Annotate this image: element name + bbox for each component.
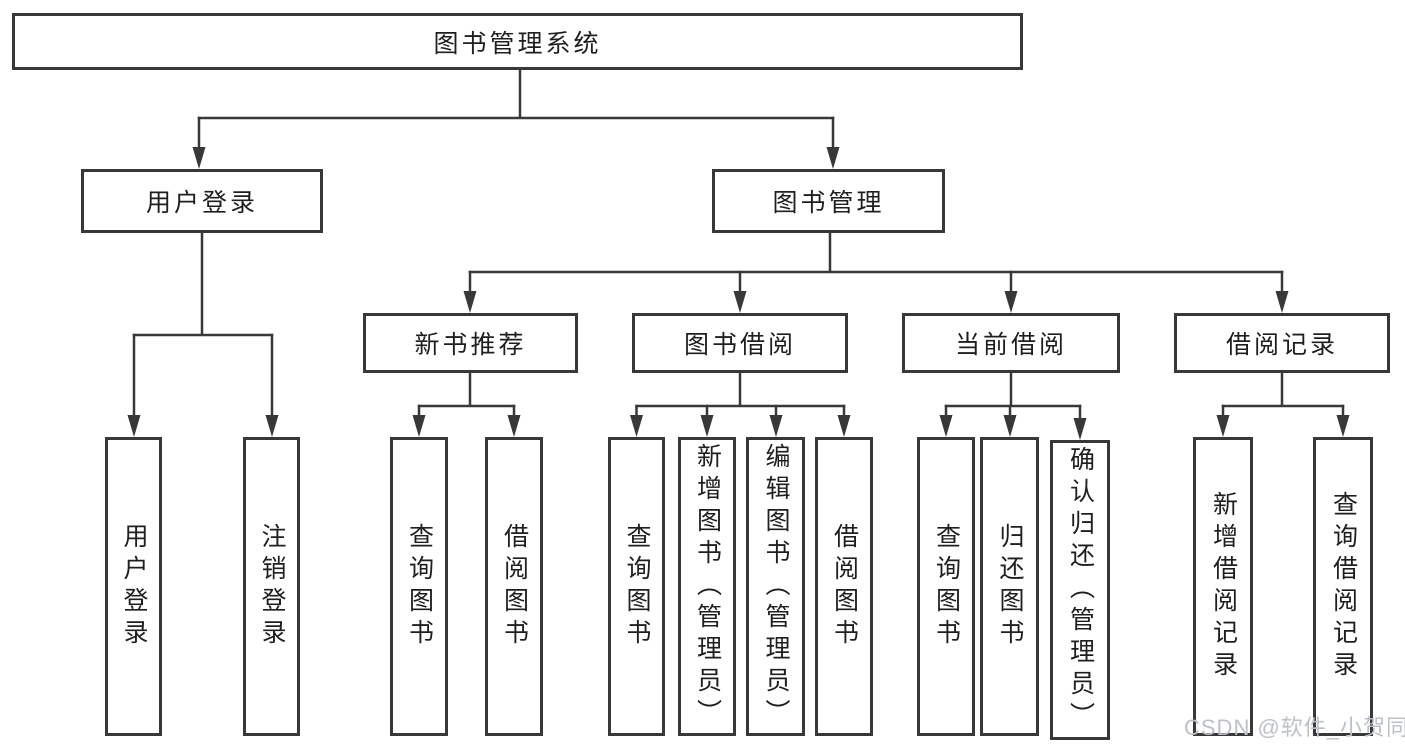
node-label: 查询图书 bbox=[932, 522, 961, 651]
leaf-add-book-admin: 新增图书（管理员） bbox=[678, 437, 736, 736]
leaf-return-book: 归还图书 bbox=[980, 437, 1039, 736]
connector-bookmgmt-to-branches bbox=[463, 232, 1289, 313]
node-label: 确认归还（管理员） bbox=[1066, 446, 1095, 734]
leaf-query-book-newrec: 查询图书 bbox=[390, 437, 448, 736]
node-label: 查询借阅记录 bbox=[1329, 490, 1358, 683]
connector-newrec-to-leaves bbox=[412, 373, 521, 437]
node-book-borrowing: 图书借阅 bbox=[632, 313, 848, 373]
node-label: 当前借阅 bbox=[954, 331, 1067, 359]
leaf-query-borrow-record: 查询借阅记录 bbox=[1313, 437, 1373, 736]
node-label: 图书管理 bbox=[772, 189, 885, 217]
leaf-user-login: 用户登录 bbox=[105, 437, 162, 736]
node-label: 查询图书 bbox=[623, 522, 651, 651]
leaf-query-book-borrow: 查询图书 bbox=[608, 437, 665, 736]
node-label: 图书借阅 bbox=[683, 331, 796, 359]
connector-root-to-branches bbox=[192, 69, 840, 169]
leaf-logout: 注销登录 bbox=[243, 437, 300, 736]
leaf-query-book-current: 查询图书 bbox=[917, 437, 975, 736]
node-label: 借阅图书 bbox=[830, 522, 859, 651]
node-library-system: 图书管理系统 bbox=[12, 13, 1023, 70]
node-label: 借阅图书 bbox=[500, 522, 529, 651]
node-label: 新书推荐 bbox=[414, 331, 527, 359]
leaf-confirm-return-admin: 确认归还（管理员） bbox=[1050, 440, 1110, 740]
watermark: CSDN @软件_小贺同学 bbox=[1184, 715, 1405, 740]
leaf-edit-book-admin: 编辑图书（管理员） bbox=[746, 437, 805, 736]
node-label: 图书管理系统 bbox=[433, 29, 602, 58]
node-label: 用户登录 bbox=[120, 522, 148, 651]
node-label: 编辑图书（管理员） bbox=[762, 442, 790, 731]
node-new-book-recommend: 新书推荐 bbox=[363, 313, 578, 373]
node-label: 注销登录 bbox=[258, 522, 286, 651]
node-label: 新增图书（管理员） bbox=[693, 442, 722, 731]
node-borrowing-records: 借阅记录 bbox=[1174, 313, 1390, 373]
connector-records-to-leaves bbox=[1216, 373, 1350, 437]
leaf-borrow-book-newrec: 借阅图书 bbox=[485, 437, 543, 736]
leaf-add-borrow-record: 新增借阅记录 bbox=[1193, 437, 1253, 736]
node-label: 借阅记录 bbox=[1225, 331, 1338, 359]
node-book-management-branch: 图书管理 bbox=[712, 169, 945, 233]
leaf-borrow-book-borrow: 借阅图书 bbox=[815, 437, 873, 736]
connector-current-to-leaves bbox=[939, 373, 1087, 440]
connector-borrow-to-leaves bbox=[630, 373, 851, 437]
node-label: 用户登录 bbox=[145, 189, 258, 217]
node-current-borrowing: 当前借阅 bbox=[902, 313, 1120, 373]
node-label: 查询图书 bbox=[405, 522, 434, 651]
connector-login-to-leaves bbox=[127, 233, 279, 437]
node-user-login-branch: 用户登录 bbox=[81, 169, 323, 233]
node-label: 归还图书 bbox=[996, 522, 1024, 651]
node-label: 新增借阅记录 bbox=[1209, 490, 1238, 683]
